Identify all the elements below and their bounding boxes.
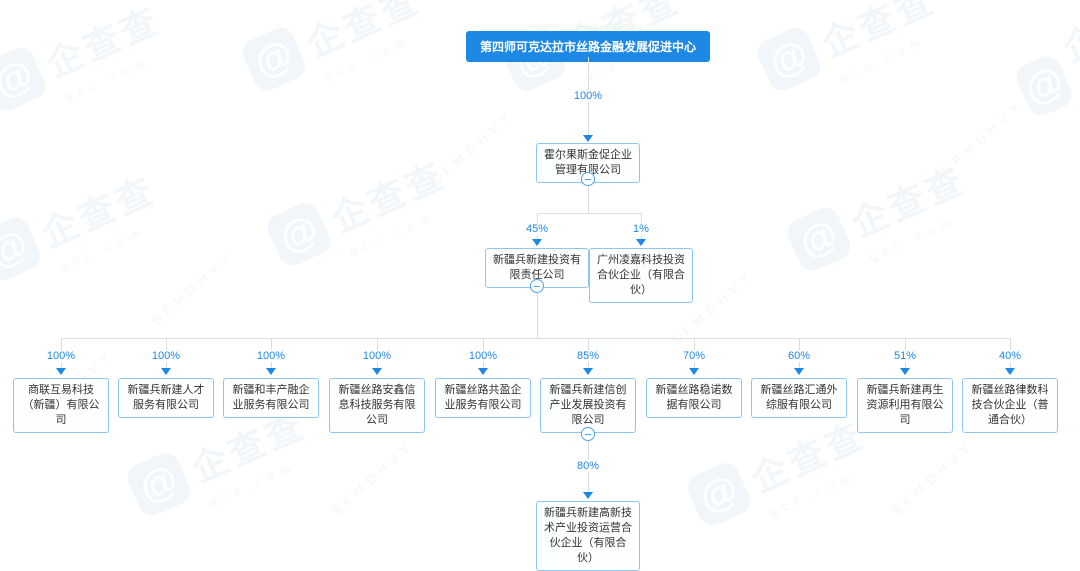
share-percent: 100% [148,350,184,362]
share-percent: 100% [570,90,606,102]
company-node[interactable]: 新疆兵新建信创产业发展投资有限公司 [540,378,636,433]
arrow-down-icon [583,492,593,499]
qcc-watermark: 企查查 qcc.com [0,161,171,302]
qcc-logo-icon [0,213,45,285]
company-node[interactable]: 新疆丝路律数科技合伙企业（普通合伙） [962,378,1058,433]
company-node[interactable]: 霍尔果斯金促企业管理有限公司 [536,143,640,183]
company-node[interactable]: 广州凌嘉科技投资合伙企业（有限合伙） [589,248,693,303]
watermark-code: SFMDHVY [328,436,418,519]
company-node[interactable]: 新疆兵新建人才服务有限公司 [118,378,214,418]
arrow-down-icon [372,368,382,375]
qcc-logo-icon [263,198,335,270]
share-percent: 100% [253,350,289,362]
company-node[interactable]: 新疆丝路稳诺数据有限公司 [646,378,742,418]
arrow-down-icon [689,368,699,375]
arrow-down-icon [478,368,488,375]
arrow-down-icon [1005,368,1015,375]
company-node[interactable]: 新疆和丰产融企业服务有限公司 [223,378,319,418]
watermark-code: SFMDHVY [148,246,238,329]
qcc-watermark: 企查查 qcc.com [753,0,950,111]
qcc-watermark: 企查查 qcc.com [683,406,880,547]
arrow-down-icon [161,368,171,375]
share-percent: 51% [890,350,920,362]
share-percent: 40% [995,350,1025,362]
arrow-down-icon [636,239,646,246]
company-node[interactable]: 新疆兵新建投资有限责任公司 [485,248,589,288]
qcc-watermark: 企查查 qcc.com [1002,0,1080,159]
share-percent: 100% [465,350,501,362]
watermark-code: SFMDHVY [428,106,518,189]
qcc-logo-icon [238,23,310,95]
arrow-down-icon [532,239,542,246]
collapse-minus-icon[interactable] [581,427,595,441]
qcc-logo-icon [1012,51,1077,120]
share-percent: 100% [43,350,79,362]
watermark-code: SFMDHVY [888,436,978,519]
collapse-minus-icon[interactable] [530,279,544,293]
qcc-logo-icon [753,23,825,95]
connector-line [61,338,1010,339]
arrow-down-icon [583,135,593,142]
qcc-logo-icon [0,43,50,115]
qcc-watermark: 企查查 qcc.com [238,0,435,111]
qcc-logo-icon [783,203,855,275]
share-percent: 1% [630,223,652,235]
connector-line [588,186,589,213]
share-percent: 45% [522,223,552,235]
connector-line [537,293,538,338]
qcc-watermark: 企查查 qcc.com [0,0,176,131]
qcc-watermark: 企查查 qcc.com [263,146,460,287]
arrow-down-icon [266,368,276,375]
qcc-watermark: 企查查 qcc.com [783,151,980,292]
company-node[interactable]: 商联互易科技（新疆）有限公司 [13,378,109,433]
root-node[interactable]: 第四师可克达拉市丝路金融发展促进中心 [465,31,711,62]
qcc-logo-icon [123,448,195,520]
arrow-down-icon [56,368,66,375]
company-node[interactable]: 新疆丝路安鑫信息科技服务有限公司 [329,378,425,433]
company-node[interactable]: 新疆丝路汇通外综服有限公司 [751,378,847,418]
company-node[interactable]: 新疆兵新建再生资源利用有限公司 [857,378,953,433]
share-percent: 60% [784,350,814,362]
watermark-code: SFMDHVY [938,96,1028,179]
share-percent: 85% [573,350,603,362]
arrow-down-icon [794,368,804,375]
collapse-minus-icon[interactable] [581,172,595,186]
share-percent: 80% [573,460,603,472]
qcc-logo-icon [683,458,755,530]
arrow-down-icon [583,368,593,375]
arrow-down-icon [900,368,910,375]
company-node[interactable]: 新疆丝路共盈企业服务有限公司 [435,378,531,418]
share-percent: 70% [679,350,709,362]
connector-line [537,213,641,214]
share-percent: 100% [359,350,395,362]
